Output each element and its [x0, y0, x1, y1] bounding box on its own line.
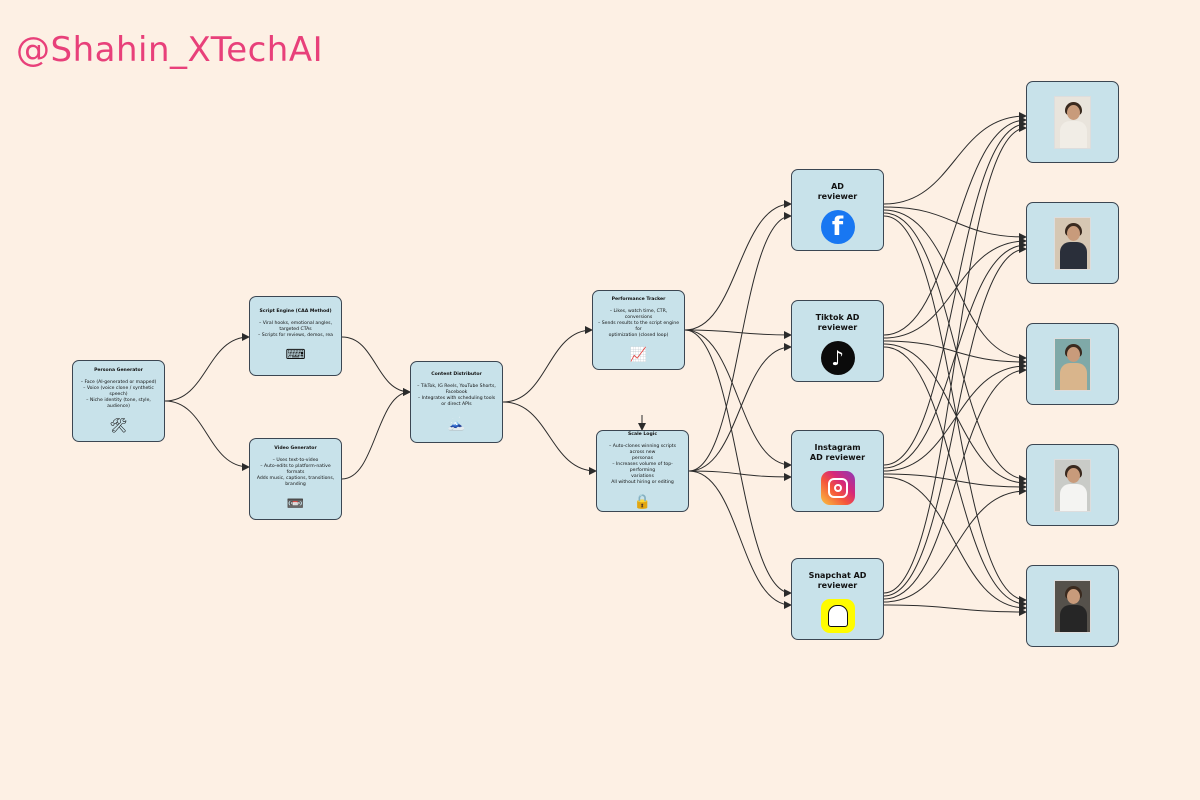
instagram-logo-icon: [820, 471, 855, 505]
edge-reviewer2-to-output2: [883, 237, 1027, 339]
node-title: Persona Generator: [94, 368, 143, 373]
edge-reviewer1-to-output2: [883, 206, 1027, 241]
chart-increasing-icon: 📈: [629, 347, 648, 363]
edge-source2-to-reviewer1: [688, 212, 792, 472]
edge-reviewer4-to-output1: [883, 124, 1027, 594]
edge-reviewer1-to-output5: [883, 215, 1027, 604]
videocassette-icon: 📼: [286, 496, 305, 512]
node-title: Scale Logic: [627, 432, 658, 437]
video-generator-node: Video Generator – Uses text-to-video – A…: [249, 438, 342, 520]
snapchat-ad-reviewer-node: Snapchat AD reviewer: [791, 558, 884, 640]
avatar-photo-icon: [1054, 337, 1091, 391]
edge-source2-to-reviewer3: [688, 470, 792, 481]
edge-reviewer4-to-output4: [883, 487, 1027, 603]
reviewer-title: Snapchat AD reviewer: [808, 571, 867, 590]
edge-reviewer2-to-output1: [883, 116, 1027, 336]
tiktok-logo-icon: ♪: [820, 341, 855, 375]
edge-source1-to-reviewer2: [684, 329, 792, 339]
edge-distributor-to-scale: [502, 401, 597, 475]
lock-icon: 🔒: [633, 494, 652, 510]
avatar-output-node-5: [1026, 565, 1119, 647]
node-description: – Likes, watch time, CTR, conversions – …: [597, 309, 680, 338]
performance-tracker-node: Performance Tracker – Likes, watch time,…: [592, 290, 685, 370]
edge-source1-to-reviewer1: [684, 200, 792, 331]
tiktok-ad-reviewer-node: Tiktok AD reviewer ♪: [791, 300, 884, 382]
tools-icon: 🛠: [109, 418, 128, 434]
edge-reviewer1-to-output3: [883, 209, 1027, 362]
edge-script-to-distributor: [341, 336, 411, 396]
node-description: – Uses text-to-video – Auto-edits to pla…: [256, 458, 335, 487]
node-description: – Face (AI-generated or mapped) – Voice …: [80, 380, 157, 409]
node-title: Performance Tracker: [611, 297, 666, 302]
mountain-icon: 🗻: [447, 416, 466, 432]
edge-source2-to-reviewer4: [688, 470, 792, 609]
reviewer-title: Instagram AD reviewer: [809, 443, 866, 462]
edge-distributor-to-tracker: [502, 326, 593, 403]
persona-generator-node: Persona Generator – Face (AI-generated o…: [72, 360, 165, 442]
avatar-photo-icon: [1054, 216, 1091, 270]
edge-reviewer2-to-output4: [883, 343, 1027, 487]
edge-reviewer3-to-output1: [883, 120, 1027, 466]
reviewer-title: Tiktok AD reviewer: [815, 313, 860, 332]
avatar-output-node-1: [1026, 81, 1119, 163]
edge-reviewer4-to-output3: [883, 366, 1027, 600]
avatar-output-node-4: [1026, 444, 1119, 526]
avatar-photo-icon: [1054, 579, 1091, 633]
edge-reviewer2-to-output5: [883, 346, 1027, 608]
node-description: – TikTok, IG Reels, YouTube Shorts, Face…: [417, 384, 496, 407]
reviewer-title: AD reviewer: [817, 182, 858, 201]
facebook-logo-icon: f: [820, 210, 855, 244]
facebook-ad-reviewer-node: AD reviewer f: [791, 169, 884, 251]
edge-source1-to-reviewer3: [684, 329, 792, 469]
snapchat-logo-icon: [820, 599, 855, 633]
edge-persona-to-video: [164, 400, 250, 471]
edge-reviewer2-to-output3: [883, 340, 1027, 366]
avatar-output-node-3: [1026, 323, 1119, 405]
node-title: Script Engine (CAA Method): [259, 309, 332, 314]
edge-reviewer1-to-output4: [883, 212, 1027, 483]
edge-source1-to-reviewer4: [684, 329, 792, 597]
scale-logic-node: Scale Logic – Auto-clones winning script…: [596, 430, 689, 512]
instagram-ad-reviewer-node: Instagram AD reviewer: [791, 430, 884, 512]
avatar-photo-icon: [1054, 95, 1091, 149]
edge-reviewer3-to-output3: [883, 362, 1027, 472]
edge-reviewer4-to-output2: [883, 245, 1027, 597]
node-description: – Auto-clones winning scripts across new…: [609, 444, 676, 485]
avatar-photo-icon: [1054, 458, 1091, 512]
edge-reviewer4-to-output5: [883, 604, 1027, 616]
keyboard-icon: ⌨: [285, 347, 306, 363]
edge-source2-to-reviewer2: [688, 343, 792, 472]
avatar-output-node-2: [1026, 202, 1119, 284]
edge-reviewer3-to-output2: [883, 241, 1027, 469]
node-title: Content Distributor: [431, 372, 482, 377]
edge-reviewer3-to-output4: [883, 473, 1027, 491]
edge-persona-to-script: [164, 333, 250, 402]
node-description: – Viral hooks, emotional angles, targete…: [258, 321, 333, 338]
content-distributor-node: Content Distributor – TikTok, IG Reels, …: [410, 361, 503, 443]
node-title: Video Generator: [274, 446, 317, 451]
edge-reviewer1-to-output1: [883, 112, 1027, 205]
author-handle: @Shahin_XTechAI: [16, 30, 324, 70]
script-engine-node: Script Engine (CAA Method) – Viral hooks…: [249, 296, 342, 376]
edge-video-to-distributor: [341, 388, 411, 480]
edge-reviewer3-to-output5: [883, 476, 1027, 612]
